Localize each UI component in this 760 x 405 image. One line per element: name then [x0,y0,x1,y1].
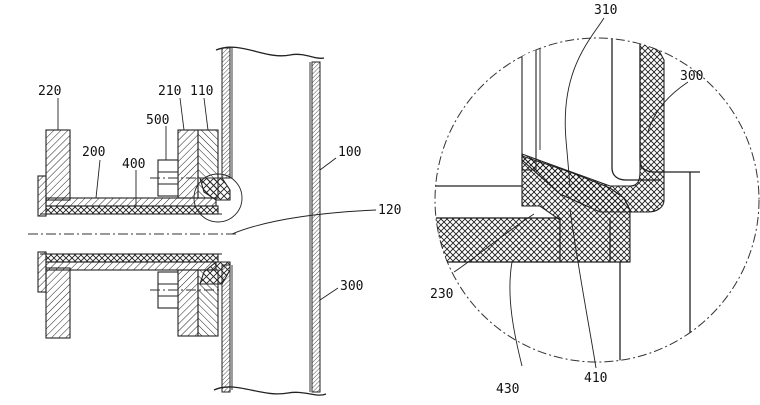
section-view: 220 210 110 500 200 400 100 120 300 [28,46,401,396]
label-500: 500 [146,113,169,128]
label-300-right: 300 [680,69,703,84]
label-410: 410 [584,371,607,386]
leaders-right [453,17,689,369]
label-120: 120 [378,203,401,218]
label-100: 100 [338,145,361,160]
label-200: 200 [82,145,105,160]
label-310: 310 [594,3,617,18]
flange-210 [177,129,199,337]
bolt-500 [150,159,222,309]
magnified-detail: 310 300 230 430 410 [430,3,760,397]
detail-circle [193,173,243,223]
label-300-left: 300 [340,279,363,294]
label-430: 430 [496,382,519,397]
leaders-left [57,97,377,301]
plate-110 [197,129,231,337]
label-210: 210 [158,84,181,99]
magnifier-circle [434,37,760,363]
pipe-wall-100 [213,46,327,396]
label-230: 230 [430,287,453,302]
label-110: 110 [190,84,213,99]
label-400: 400 [122,157,145,172]
label-220: 220 [38,84,61,99]
